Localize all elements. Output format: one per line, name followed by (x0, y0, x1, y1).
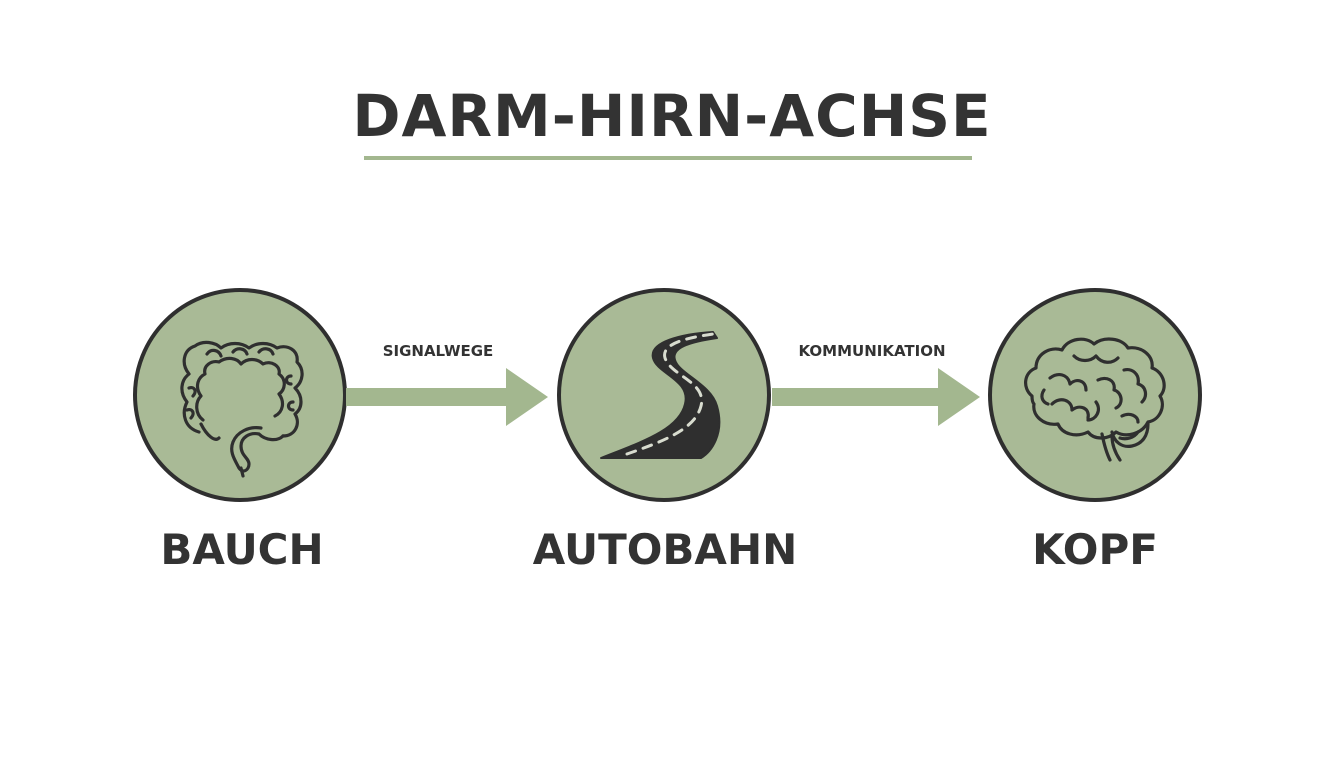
node-label-bauch: BAUCH (160, 525, 324, 574)
node-autobahn (557, 288, 771, 502)
arrow-autobahn-to-kopf (772, 368, 980, 426)
edge-label-signalwege: SIGNALWEGE (382, 342, 494, 360)
node-label-autobahn: AUTOBAHN (532, 525, 798, 574)
arrow-1-shape (346, 368, 548, 426)
intestine-icon (180, 340, 304, 478)
page-title: DARM-HIRN-ACHSE (352, 82, 992, 150)
node-kopf (988, 288, 1202, 502)
arrow-bauch-to-autobahn (346, 368, 548, 426)
brain-icon (1024, 337, 1166, 462)
edge-label-kommunikation: KOMMUNIKATION (798, 342, 946, 360)
arrow-2-shape (772, 368, 980, 426)
title-underline (364, 156, 972, 160)
road-icon (600, 331, 721, 459)
node-label-kopf: KOPF (1032, 525, 1158, 574)
node-bauch (133, 288, 347, 502)
